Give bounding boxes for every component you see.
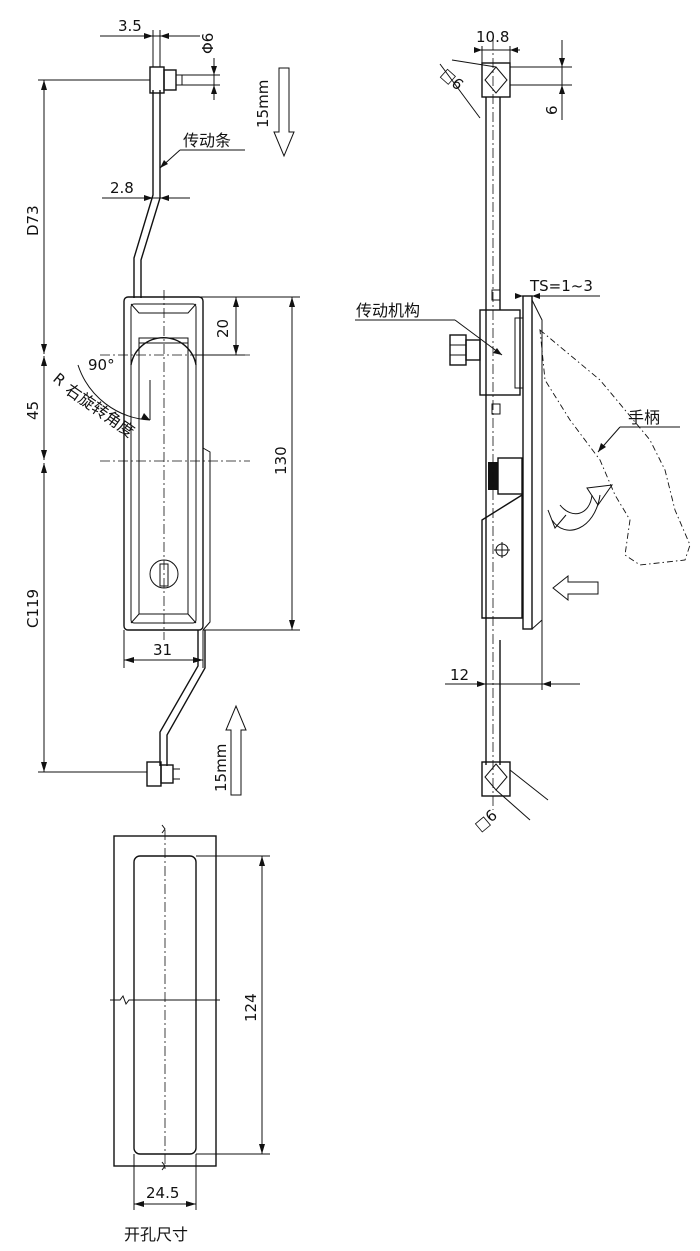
handle-body-outer <box>123 296 204 631</box>
label-handle: 手柄 <box>628 408 660 427</box>
upper-bar-left-edge <box>133 90 154 298</box>
dim-15mm-bottom: 15mm <box>212 744 230 792</box>
dim-sq6-bottom: □6 <box>471 806 501 835</box>
dim-3-5: 3.5 <box>118 17 142 35</box>
cutout-view <box>110 824 270 1210</box>
dim-D73: D73 <box>24 205 42 236</box>
lower-bar-left-edge <box>159 630 199 766</box>
boss-arc <box>130 337 197 366</box>
upper-bar-right-edge <box>140 90 161 298</box>
dim-2-8: 2.8 <box>110 179 134 197</box>
left-dimension-lines <box>38 30 300 773</box>
label-cutout-size: 开孔尺寸 <box>124 1225 188 1244</box>
label-rotation-angle: 右旋转角度 <box>62 380 138 441</box>
label-R: R <box>49 369 69 389</box>
bottom-square-end <box>481 761 511 797</box>
right-dimension-lines <box>355 40 680 821</box>
dim-C119: C119 <box>24 589 42 628</box>
arrow-down-15mm <box>273 67 295 158</box>
dim-15mm-top: 15mm <box>254 80 272 128</box>
lower-bar-right-edge <box>166 630 206 766</box>
dim-sq6-top: □6 <box>437 65 467 94</box>
dim-45: 45 <box>24 401 42 420</box>
dim-6-right: 6 <box>543 105 561 115</box>
handle-grip <box>138 337 189 615</box>
label-transmission-mechanism: 传动机构 <box>356 301 420 320</box>
top-square-end <box>481 62 511 98</box>
side-cover <box>202 447 211 631</box>
handle-rotated <box>539 328 691 566</box>
dim-12: 12 <box>450 666 469 684</box>
dim-31: 31 <box>153 641 172 659</box>
label-transmission-bar: 传动条 <box>183 131 231 150</box>
dim-130: 130 <box>272 446 290 475</box>
dim-10-8: 10.8 <box>476 28 509 46</box>
rotation-arrow <box>551 494 601 531</box>
bottom-pin <box>146 761 180 787</box>
dim-124: 124 <box>242 993 260 1022</box>
handle-body-inner <box>130 303 197 624</box>
dim-20: 20 <box>214 319 232 338</box>
dim-TS: TS=1~3 <box>529 277 593 295</box>
push-arrow <box>552 574 599 602</box>
side-view <box>449 40 691 810</box>
dim-phi6: Φ6 <box>199 33 217 54</box>
top-pin <box>149 66 183 94</box>
front-view <box>77 66 250 787</box>
rotation-arc <box>77 364 151 421</box>
lower-housing <box>481 493 523 619</box>
dim-24-5: 24.5 <box>146 1184 179 1202</box>
panel <box>522 295 533 630</box>
label-90-degree: 90° <box>88 356 115 374</box>
arrow-up-15mm <box>225 704 247 796</box>
